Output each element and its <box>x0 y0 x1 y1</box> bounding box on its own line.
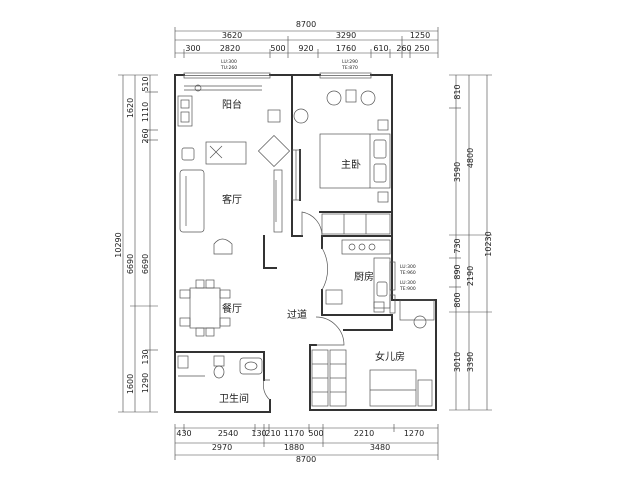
dim-top-inner-4: 920 <box>298 44 313 53</box>
dim-bottom-inner-6: 500 <box>308 429 323 438</box>
windows <box>183 72 396 314</box>
window-label-kitchen-b-1: LU:300 <box>400 280 416 286</box>
dim-top-mid-1: 3620 <box>222 31 242 40</box>
dim-right-inner-1: 810 <box>453 84 462 99</box>
dim-left-mid-2: 1600 <box>126 374 135 394</box>
dim-top-inner-3: 500 <box>270 44 285 53</box>
kitchen-fixtures <box>321 239 391 313</box>
walls <box>174 74 437 413</box>
window-label-kitchen-b-2: TE:900 <box>399 286 416 292</box>
master-furniture <box>293 89 391 235</box>
kids-furniture <box>311 299 435 407</box>
dim-bottom-mid-3: 3480 <box>370 443 390 452</box>
dim-left-inner-2: 510 <box>141 76 150 91</box>
window-label-balcony-1: LU:300 <box>221 59 237 65</box>
dim-right-inner-5: 800 <box>453 292 462 307</box>
dim-left-inner-5: 130 <box>141 349 150 364</box>
dim-top-inner-2: 2820 <box>220 44 240 53</box>
balcony-fixtures <box>177 84 281 127</box>
window-label-balcony-2: TU:260 <box>220 65 237 71</box>
dim-right-mid-3: 3390 <box>466 352 475 372</box>
dim-bottom-inner-4: 210 <box>265 429 280 438</box>
room-label-master: 主卧 <box>341 158 361 171</box>
dim-bottom-inner-7: 2210 <box>354 429 374 438</box>
dim-bottom-inner-3: 130 <box>251 429 266 438</box>
dim-top-inner-5: 1760 <box>336 44 356 53</box>
dim-right-inner-3: 730 <box>453 238 462 253</box>
dim-left-inner-3: 1110 <box>141 102 150 122</box>
room-label-kitchen: 厨房 <box>354 270 374 283</box>
dim-bottom-inner-1: 430 <box>176 429 191 438</box>
window-label-kitchen-a-2: TE:960 <box>399 270 416 276</box>
dim-top-inner-8: 250 <box>414 44 429 53</box>
top-dimensions <box>174 27 439 58</box>
room-label-dining: 餐厅 <box>222 302 242 315</box>
dim-left-inner-4: 260 <box>141 128 150 143</box>
dim-right-inner-2: 3590 <box>453 162 462 182</box>
dim-top-inner-6: 610 <box>373 44 388 53</box>
dim-left-inner-1: 1620 <box>126 98 135 118</box>
dim-left-total: 10290 <box>114 232 123 257</box>
dim-right-inner-4: 890 <box>453 264 462 279</box>
dim-right-mid-1: 4800 <box>466 148 475 168</box>
room-label-kids: 女儿房 <box>375 350 405 363</box>
room-label-living: 客厅 <box>222 193 242 206</box>
dim-bottom-inner-2: 2540 <box>218 429 238 438</box>
room-label-balcony: 阳台 <box>222 98 242 111</box>
dim-left-outer-2: 1290 <box>141 373 150 393</box>
room-label-hallway: 过道 <box>287 308 307 321</box>
dim-bottom-inner-8: 1270 <box>404 429 424 438</box>
dim-top-mid-3: 1250 <box>410 31 430 40</box>
dim-left-mid-1: 6690 <box>126 254 135 274</box>
dim-top-total: 8700 <box>296 20 316 29</box>
dim-top-inner-1: 300 <box>185 44 200 53</box>
bathroom-fixtures <box>177 355 263 379</box>
dining-furniture <box>179 279 231 337</box>
dim-right-mid-2: 2190 <box>466 266 475 286</box>
dim-bottom-mid-1: 2970 <box>212 443 232 452</box>
dim-bottom-mid-2: 1880 <box>284 443 304 452</box>
window-label-master-1: LU:290 <box>342 59 358 65</box>
dim-left-outer-1: 6690 <box>141 254 150 274</box>
doors <box>263 211 345 401</box>
dim-top-mid-2: 3290 <box>336 31 356 40</box>
living-furniture <box>179 134 291 255</box>
bottom-dimensions <box>174 424 439 460</box>
dim-right-inner-6: 3010 <box>453 352 462 372</box>
dim-top-inner-7: 260 <box>396 44 411 53</box>
dim-bottom-inner-5: 1170 <box>284 429 304 438</box>
window-label-kitchen-a-1: LU:300 <box>400 264 416 270</box>
left-dimensions <box>118 74 158 413</box>
dim-bottom-total: 8700 <box>296 455 316 464</box>
right-dimensions <box>449 74 492 411</box>
room-label-bathroom: 卫生间 <box>219 392 249 405</box>
window-label-master-2: TE:870 <box>341 65 358 71</box>
dim-right-total: 10230 <box>484 231 493 256</box>
